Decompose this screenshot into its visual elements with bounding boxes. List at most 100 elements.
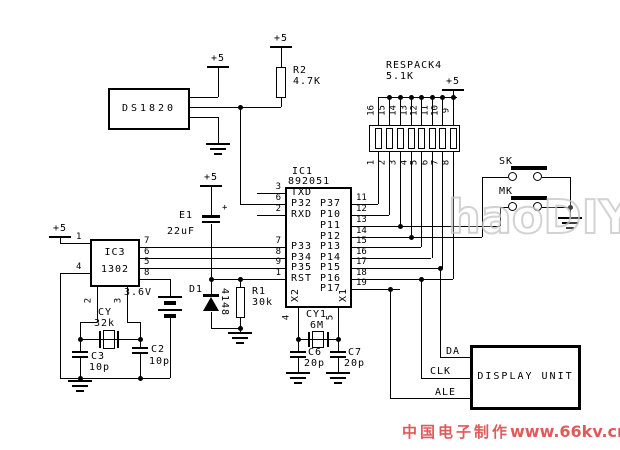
wire-segment — [298, 308, 299, 352]
junction-dot — [430, 95, 435, 100]
junction-dot — [419, 277, 424, 282]
wire-segment — [570, 177, 571, 217]
ic1-xtal-pin: 4 — [281, 314, 292, 321]
c2-value: 10p — [149, 356, 171, 367]
wire-segment — [378, 97, 379, 125]
wire-segment — [389, 97, 390, 125]
ic1-pin-number: 16 — [356, 247, 367, 257]
junction-dot — [409, 235, 414, 240]
ic1-pin-number: 12 — [356, 204, 367, 214]
wire-segment — [352, 279, 453, 280]
ground-icon — [330, 377, 346, 379]
respack-pin-number: 10 — [430, 105, 441, 116]
respack-pin-number: 15 — [377, 105, 388, 116]
wire-segment — [352, 289, 400, 290]
wire-segment — [140, 258, 285, 259]
wire-segment — [211, 187, 212, 216]
ic1-xtal-pin: 5 — [325, 314, 336, 321]
wire-segment — [240, 204, 285, 205]
wire-segment — [453, 97, 454, 125]
ic1-box — [285, 187, 352, 308]
vcc-bar — [442, 89, 464, 91]
wire-segment — [352, 258, 431, 259]
ground-icon — [290, 377, 306, 379]
ic1-pin-number: 3 — [275, 182, 281, 192]
ic1-pin-number: 19 — [356, 278, 367, 288]
wire-segment — [60, 273, 61, 378]
wire-segment — [60, 243, 90, 244]
respack-pin-number: 1 — [366, 159, 377, 166]
d1-diode — [203, 297, 219, 311]
watermark-red-cn: 中国电子制作 — [402, 423, 511, 441]
junction-dot — [388, 287, 393, 292]
ic1-pin-number: 11 — [356, 193, 367, 203]
ic1-pin-number: 2 — [275, 204, 281, 214]
ic1-row-label: P11 — [320, 220, 342, 231]
respack-pin-number: 6 — [420, 159, 431, 166]
e1-plate-top — [202, 215, 220, 218]
junction-dot — [398, 95, 403, 100]
ic3-pin-number: 4 — [76, 262, 82, 272]
wire-segment — [400, 97, 401, 125]
sk-contact — [508, 172, 517, 181]
respack-pin-number: 9 — [441, 107, 452, 114]
watermark-logo: haoDIY.net — [447, 193, 620, 249]
wire-segment — [352, 247, 421, 248]
wire-segment — [190, 97, 218, 98]
ic1-x1-label: X1 — [338, 287, 349, 303]
wire-segment — [240, 107, 241, 204]
ic1-pin-number: 1 — [275, 268, 281, 278]
c6-ref: C6 — [308, 347, 323, 358]
wire-segment — [390, 289, 391, 398]
wire-segment — [240, 317, 241, 332]
wire-segment — [542, 177, 570, 178]
respack-resistor — [386, 128, 393, 149]
respack-pin-number: 14 — [388, 105, 399, 116]
ic3-ref: IC3 — [104, 247, 126, 258]
wire-segment — [338, 308, 339, 352]
net-da: DA — [446, 346, 461, 357]
cy-value: 32k — [94, 318, 116, 329]
e1-plus: + — [222, 203, 228, 213]
wire-segment — [352, 226, 500, 227]
wire-segment — [298, 357, 299, 372]
ic1-row-label: P14 — [320, 252, 342, 263]
ic1-row-label: TXD — [291, 187, 313, 198]
d1-value: 4148 — [219, 288, 230, 317]
wire-segment — [442, 152, 443, 268]
ic1-row-label: P12 — [320, 231, 342, 242]
ground-icon — [566, 227, 574, 229]
wire-segment — [453, 152, 454, 279]
battery-plate — [158, 309, 182, 311]
wire-segment — [440, 268, 441, 357]
wire-segment — [211, 224, 212, 295]
wire-segment — [421, 378, 470, 379]
vcc-label: +5 — [210, 53, 226, 64]
c2-ref: C2 — [151, 344, 166, 355]
wire-segment — [421, 152, 422, 247]
e1-value: 22uF — [167, 226, 196, 237]
ground-icon — [236, 342, 244, 344]
ground-icon — [286, 372, 310, 374]
wire-segment — [482, 177, 508, 178]
net-clk: CLK — [430, 366, 452, 377]
ic1-pin-number: 13 — [356, 215, 367, 225]
ic1-row-label: P34 — [291, 252, 313, 263]
wire-segment — [421, 279, 422, 378]
junction-dot — [238, 326, 243, 331]
wire-segment — [500, 207, 501, 226]
display-unit-box — [470, 345, 581, 410]
e1-plate-bottom — [202, 221, 220, 223]
wire-segment — [190, 107, 281, 108]
respack-resistor — [439, 128, 446, 149]
wire-segment — [352, 237, 482, 238]
wire-segment — [378, 97, 457, 98]
wire-segment — [97, 287, 98, 322]
wire-segment — [338, 357, 339, 372]
wire-segment — [80, 322, 97, 323]
respack-resistor — [408, 128, 415, 149]
wire-segment — [257, 193, 285, 194]
ic3-pin-number: 6 — [144, 247, 150, 257]
ic1-x2-label: X2 — [290, 287, 301, 303]
